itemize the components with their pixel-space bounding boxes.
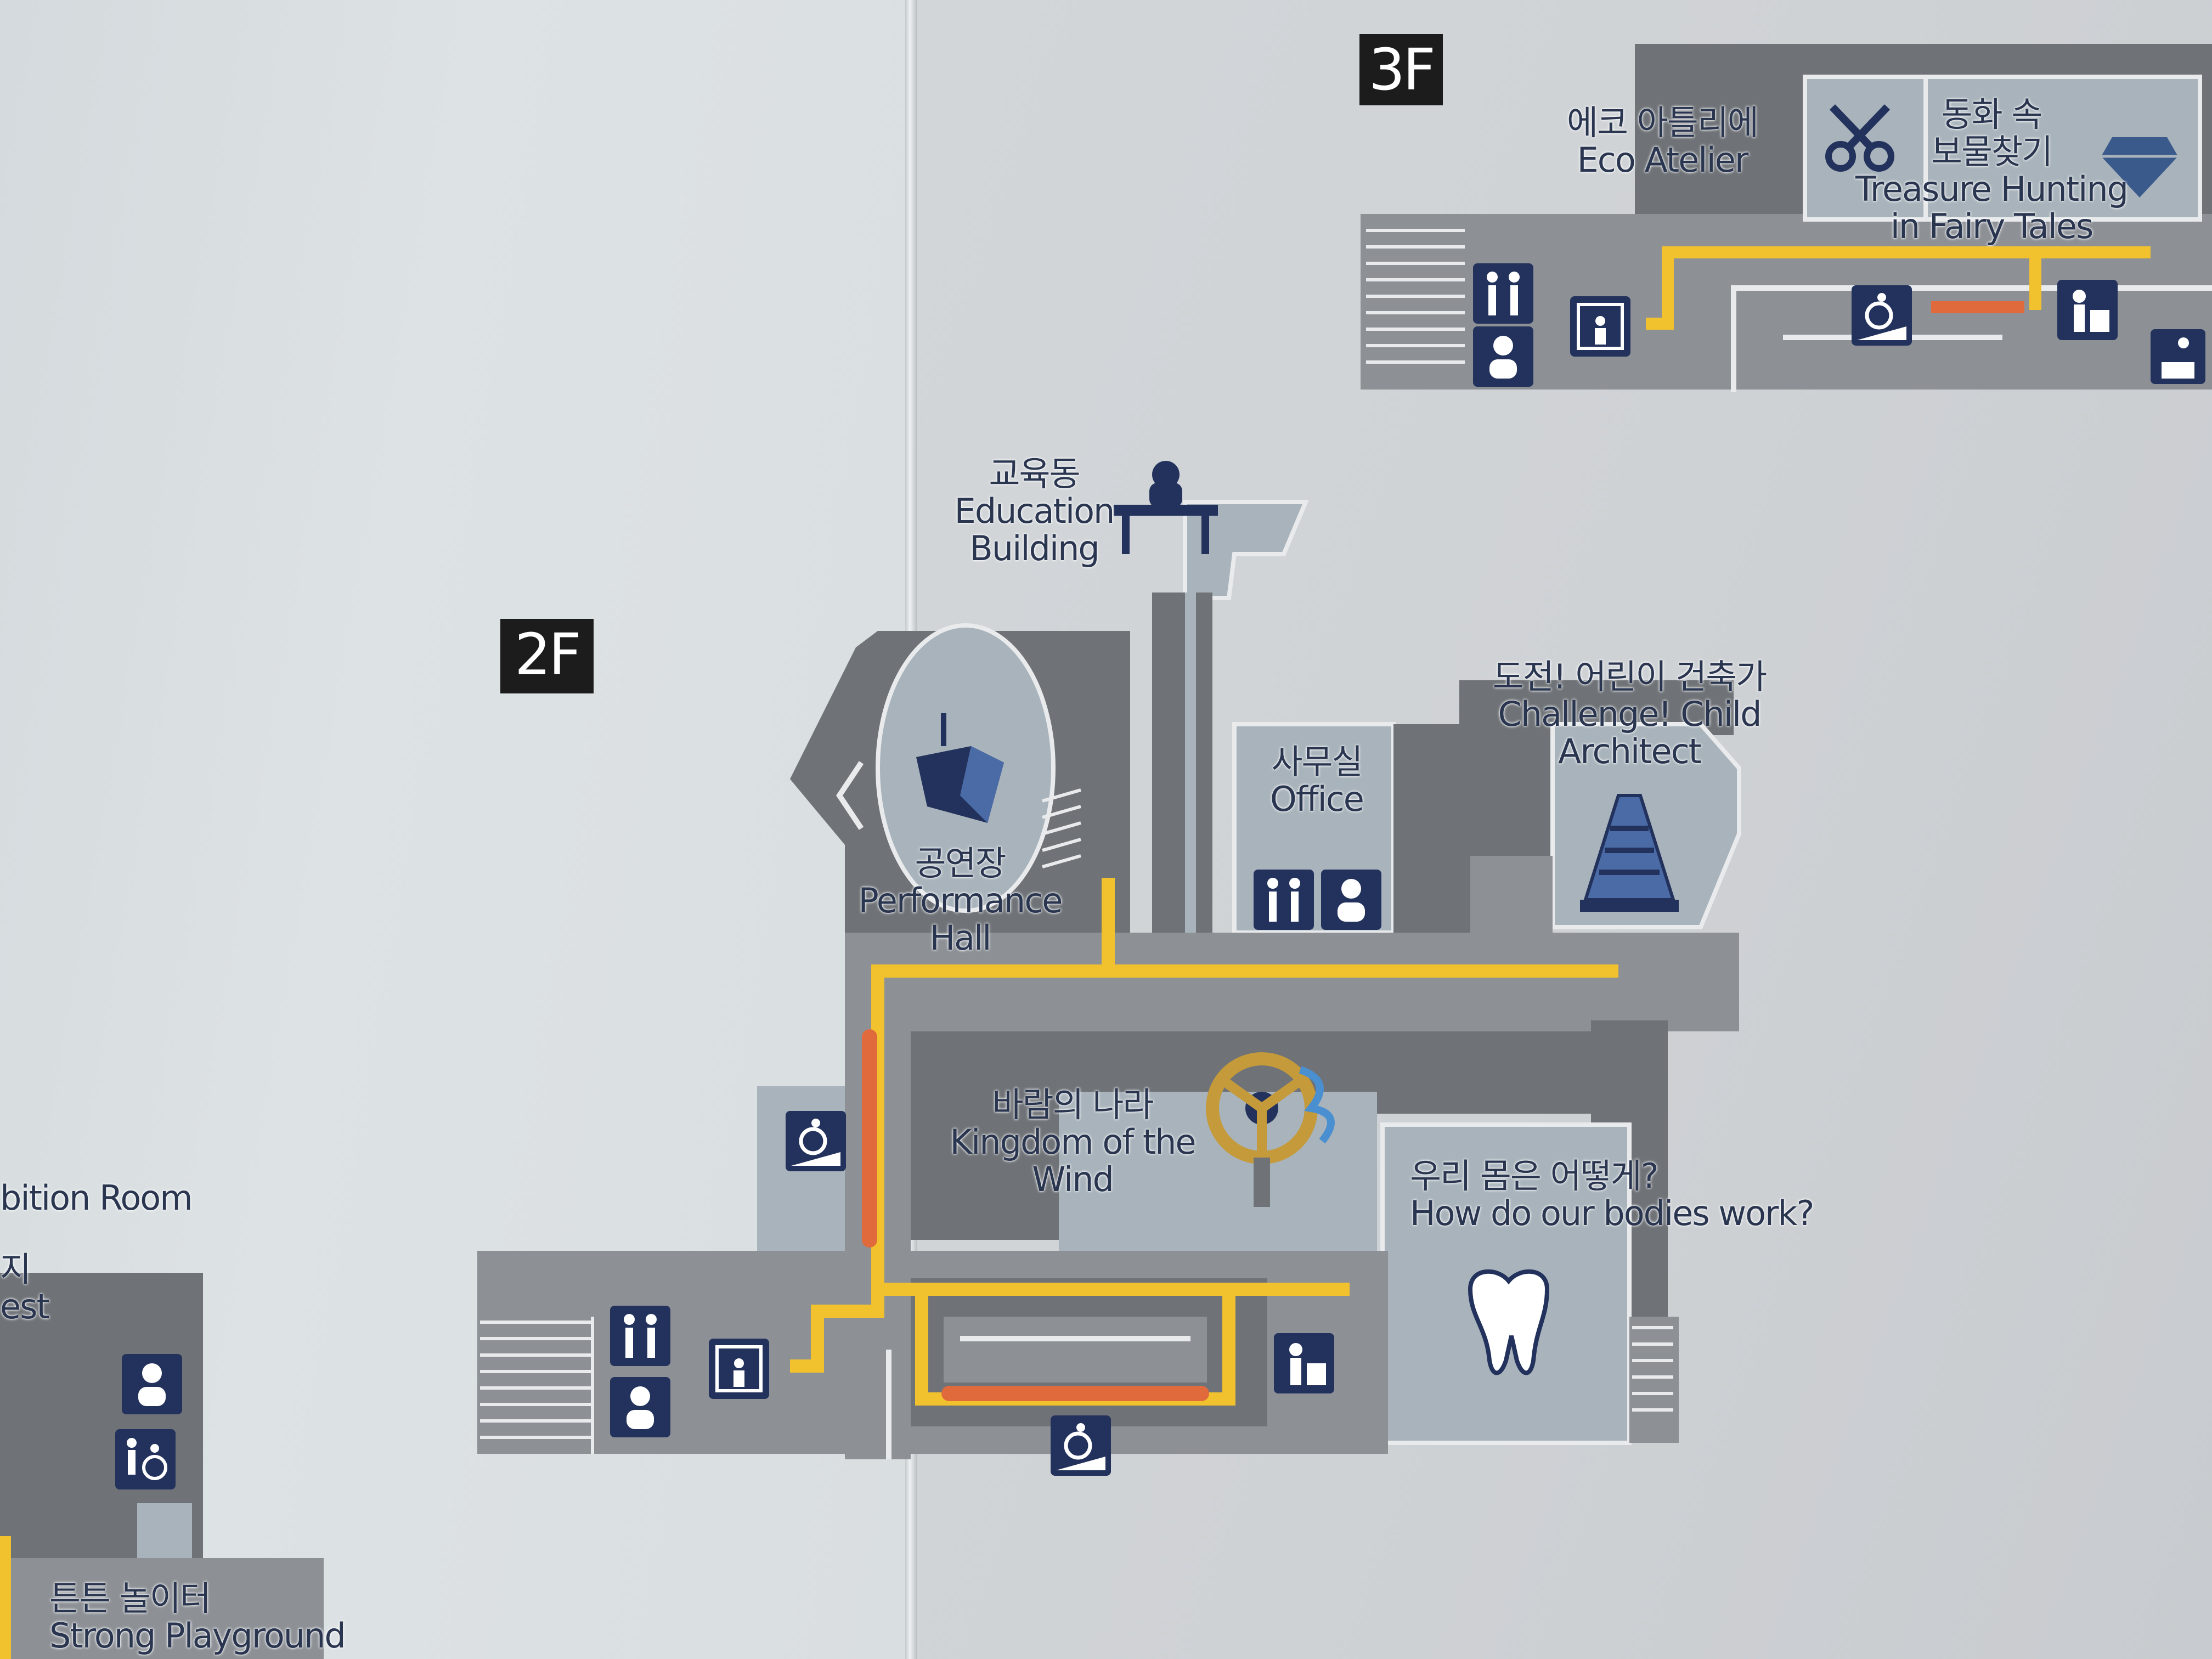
- room-label-treasure: 동화 속 보물찾기 Treasure Hunting in Fairy Tale…: [1854, 96, 2129, 245]
- water-fountain-icon: [2057, 280, 2118, 340]
- room-label-playground: 튼튼 놀이터 Strong Playground: [49, 1580, 390, 1655]
- steering-wheel-icon: [1206, 1052, 1335, 1207]
- room-label-exhibition-en: bition Room: [0, 1178, 193, 1218]
- room-label-exhibition: bition Room: [0, 1180, 208, 1217]
- room-label-education-en2: Building: [969, 528, 1100, 568]
- room-label-performance-en2: Hall: [929, 918, 991, 958]
- restroom-icon: [610, 1306, 670, 1366]
- wheelchair-ramp-icon: [1852, 285, 1912, 346]
- floor-badge-2f: 2F: [500, 619, 594, 693]
- elevator-icon: [1570, 296, 1630, 357]
- room-label-exhibition-ko: 지: [0, 1249, 31, 1289]
- room-label-eco-atelier-en: Eco Atelier: [1577, 140, 1749, 180]
- room-label-challenge-ko: 도전! 어린이 건축가: [1492, 657, 1768, 697]
- wheelchair-ramp-icon: [786, 1111, 846, 1171]
- elevator-icon: [709, 1339, 769, 1399]
- room-label-playground-ko: 튼튼 놀이터: [49, 1578, 211, 1618]
- wheelchair-ramp-icon: [1051, 1415, 1111, 1476]
- education-building-plan: [1152, 500, 1310, 944]
- room-label-challenge: 도전! 어린이 건축가 Challenge! Child Architect: [1459, 658, 1799, 770]
- baby-changing-icon: [122, 1354, 182, 1414]
- room-label-performance-en1: Performance: [858, 881, 1063, 921]
- desk-person-icon: [1114, 461, 1218, 554]
- room-label-wind-en1: Kingdom of the: [950, 1122, 1196, 1162]
- room-label-challenge-en2: Architect: [1558, 731, 1702, 771]
- water-fountain-icon: [1274, 1333, 1334, 1393]
- spotlight-icon: [916, 713, 1004, 823]
- scissors-icon: [1825, 104, 1894, 172]
- nursing-room-icon: [2151, 329, 2205, 384]
- room-label-treasure-ko2: 보물찾기: [1931, 132, 2053, 172]
- room-label-eco-atelier-ko: 에코 아틀리에: [1567, 103, 1759, 143]
- room-label-exhibition-sub: 지 est: [0, 1251, 66, 1325]
- room-label-eco-atelier: 에코 아틀리에 Eco Atelier: [1553, 104, 1772, 179]
- baby-changing-icon: [610, 1377, 670, 1437]
- room-label-bodies-en: How do our bodies work?: [1410, 1193, 1814, 1233]
- room-label-treasure-en1: Treasure Hunting: [1855, 169, 2129, 209]
- room-label-treasure-en2: in Fairy Tales: [1890, 206, 2094, 246]
- room-label-education: 교육동 Education Building: [944, 455, 1125, 567]
- room-label-performance-ko: 공연장: [915, 843, 1006, 883]
- restroom-icon: [1254, 870, 1314, 930]
- room-label-playground-en: Strong Playground: [49, 1616, 346, 1656]
- room-label-office-ko: 사무실: [1271, 742, 1363, 782]
- accessible-restroom-icon: [115, 1429, 176, 1489]
- room-label-wind-en2: Wind: [1032, 1159, 1114, 1199]
- first-floor-partial-plan: [0, 1273, 324, 1659]
- room-label-office: 사무실 Office: [1234, 743, 1399, 818]
- traffic-cone-icon: [1580, 794, 1679, 912]
- room-label-bodies-ko: 우리 몸은 어떻게?: [1410, 1156, 1659, 1196]
- tooth-icon: [1468, 1269, 1550, 1375]
- baby-changing-icon: [1473, 326, 1533, 387]
- restroom-icon: [1473, 263, 1533, 324]
- room-label-challenge-en1: Challenge! Child: [1498, 694, 1762, 734]
- room-label-office-en: Office: [1270, 779, 1364, 819]
- room-label-education-ko: 교육동: [989, 454, 1080, 494]
- room-label-performance: 공연장 Performance Hall: [839, 845, 1081, 957]
- room-label-education-en1: Education: [954, 491, 1115, 531]
- room-label-exhibition-en2: est: [0, 1286, 50, 1327]
- floor-badge-3f: 3F: [1359, 34, 1443, 105]
- room-label-wind: 바람의 나라 Kingdom of the Wind: [933, 1086, 1212, 1198]
- room-label-treasure-ko1: 동화 속: [1941, 94, 2043, 134]
- diamond-icon: [2101, 137, 2178, 198]
- room-label-wind-ko: 바람의 나라: [992, 1085, 1154, 1125]
- baby-changing-icon: [1321, 870, 1381, 930]
- room-label-bodies: 우리 몸은 어떻게? How do our bodies work?: [1410, 1158, 1849, 1232]
